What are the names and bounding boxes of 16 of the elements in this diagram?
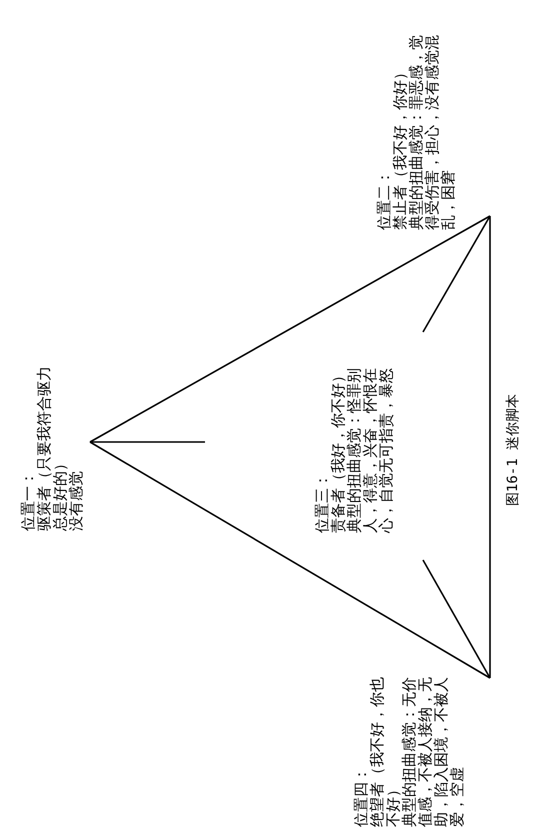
feeling-text: 典型的扭曲感觉：无价值感，不被人接纳，无助，陷入困境，不被人爱，空虚 (401, 676, 465, 827)
feeling-text: 典型的扭曲感觉：怪罪别人，得意，兴奋，怀恨在心，自觉无可指责，暴怒 (346, 367, 394, 533)
role-label: 责备者（我好，你不好） (330, 367, 346, 533)
role-label: 绝望者（我不好，你也不好） (369, 676, 401, 827)
triangle-side (90, 215, 490, 443)
triangle-side (489, 216, 491, 678)
triangle-side (90, 441, 490, 679)
position-heading: 位置二： (376, 170, 392, 230)
role-label: 驱策者（只要我符合驱力总是好的） (36, 365, 68, 531)
figure-caption: 图16-1 迷你脚本 (504, 394, 522, 506)
position-heading: 位置一： (20, 470, 36, 531)
feeling-text: 典型的扭曲感觉：罪恶感，觉得受伤害，担心，没有感觉混乱，困窘 (408, 34, 456, 230)
position-heading: 位置三： (314, 473, 330, 533)
role-label: 禁止者（我不好，你好） (392, 64, 408, 230)
feeling-text: 没有感觉 (68, 470, 84, 531)
position-heading: 位置四： (353, 767, 369, 827)
